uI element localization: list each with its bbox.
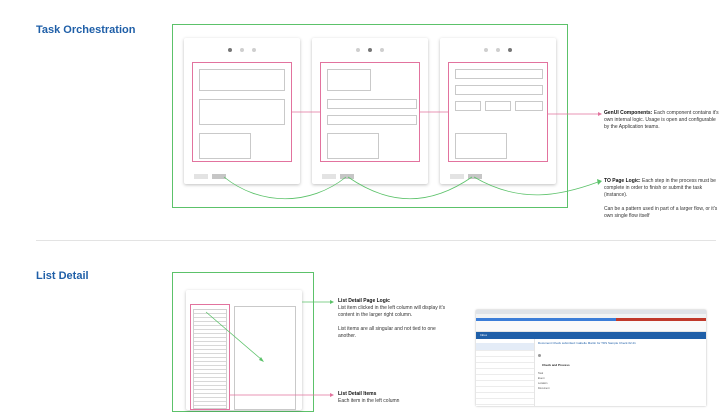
step-card-3 bbox=[440, 38, 556, 184]
components-frame bbox=[192, 62, 292, 162]
section-title-list-detail: List Detail bbox=[36, 270, 89, 282]
component-block bbox=[327, 133, 379, 159]
step-dot bbox=[228, 48, 232, 52]
genui-arrowhead bbox=[598, 112, 602, 116]
annotation-genui: GenUI Components: Each component contain… bbox=[604, 110, 722, 131]
inbox-list bbox=[476, 339, 535, 406]
components-frame bbox=[448, 62, 548, 162]
component-block bbox=[199, 69, 285, 91]
component-block bbox=[515, 101, 543, 111]
step-dot bbox=[380, 48, 384, 52]
app-header: Inbox bbox=[476, 332, 706, 339]
components-frame bbox=[320, 62, 420, 162]
component-block bbox=[455, 101, 481, 111]
annotation-list-detail-items: List Detail Items Each item in the left … bbox=[338, 391, 450, 405]
detail-field-label: Location bbox=[538, 382, 548, 385]
detail-field-label: Event bbox=[538, 377, 545, 380]
annotation-heading: List Detail Items bbox=[338, 391, 377, 397]
browser-address-bar bbox=[476, 314, 706, 318]
step-dot bbox=[496, 48, 500, 52]
next-button[interactable] bbox=[468, 174, 482, 179]
step-card-1 bbox=[184, 38, 300, 184]
annotation-body: List item clicked in the left column wil… bbox=[338, 305, 446, 318]
back-button[interactable] bbox=[450, 174, 464, 179]
annotation-body: Each component contains it's own interna… bbox=[604, 110, 719, 130]
step-flow-curve bbox=[223, 176, 347, 200]
component-block bbox=[327, 69, 371, 91]
section-title-task-orchestration: Task Orchestration bbox=[36, 24, 136, 36]
component-block bbox=[199, 99, 285, 125]
item-to-detail-arrow bbox=[205, 311, 263, 361]
app-banner-blue bbox=[476, 318, 616, 321]
list-items-arrowhead bbox=[330, 393, 334, 397]
message-subject: Document Check submitted: Isabelle Marti… bbox=[538, 342, 636, 345]
task-orchestration-frame bbox=[172, 24, 568, 208]
annotation-heading: GenUI Components: bbox=[604, 110, 653, 116]
component-block bbox=[199, 133, 251, 159]
app-banner-red bbox=[616, 318, 706, 321]
detail-fields: Task Event Location Document bbox=[538, 372, 598, 390]
annotation-body: Each item in the left column bbox=[338, 398, 400, 404]
annotation-heading: TO Page Logic: bbox=[604, 178, 641, 184]
next-button[interactable] bbox=[340, 174, 354, 179]
selected-list-item[interactable] bbox=[476, 343, 534, 350]
component-block bbox=[455, 85, 543, 95]
component-block bbox=[455, 133, 507, 159]
step-dot bbox=[484, 48, 488, 52]
step-dot bbox=[252, 48, 256, 52]
list-detail-logic-arrowhead bbox=[330, 300, 334, 304]
step-dot bbox=[240, 48, 244, 52]
next-button[interactable] bbox=[212, 174, 226, 179]
app-screenshot: Inbox Document Check submitted: Isabelle… bbox=[476, 310, 706, 406]
app-name: Inbox bbox=[480, 334, 488, 337]
component-block bbox=[327, 115, 417, 125]
detail-field-label: Task bbox=[538, 372, 544, 375]
annotation-extra: List items are all singular and not tied… bbox=[338, 326, 436, 339]
step-dot bbox=[368, 48, 372, 52]
step-card-2 bbox=[312, 38, 428, 184]
detail-section-header: Check and Process bbox=[542, 364, 570, 367]
step-flow-curve bbox=[347, 176, 473, 200]
item-to-detail-arrowhead bbox=[259, 357, 264, 362]
step-dot bbox=[508, 48, 512, 52]
page-logic-curve bbox=[473, 176, 599, 196]
section-divider bbox=[36, 240, 716, 241]
annotation-to-page-logic: TO Page Logic: Each step in the process … bbox=[604, 178, 722, 220]
annotation-extra: Can be a pattern used in part of a large… bbox=[604, 206, 718, 219]
annotation-heading: List Detail Page Logic bbox=[338, 298, 390, 304]
component-block bbox=[327, 99, 417, 109]
annotation-body: Each step in the process must be complet… bbox=[604, 178, 716, 198]
component-block bbox=[485, 101, 511, 111]
sender-avatar bbox=[538, 354, 541, 357]
back-button[interactable] bbox=[322, 174, 336, 179]
page-logic-arrowhead bbox=[597, 179, 602, 185]
detail-field-label: Document bbox=[538, 387, 550, 390]
component-block bbox=[455, 69, 543, 79]
step-dot bbox=[356, 48, 360, 52]
app-toolbar bbox=[476, 321, 706, 332]
back-button[interactable] bbox=[194, 174, 208, 179]
browser-tabs-bar bbox=[476, 310, 706, 314]
annotation-list-detail-page-logic: List Detail Page Logic List item clicked… bbox=[338, 298, 450, 340]
